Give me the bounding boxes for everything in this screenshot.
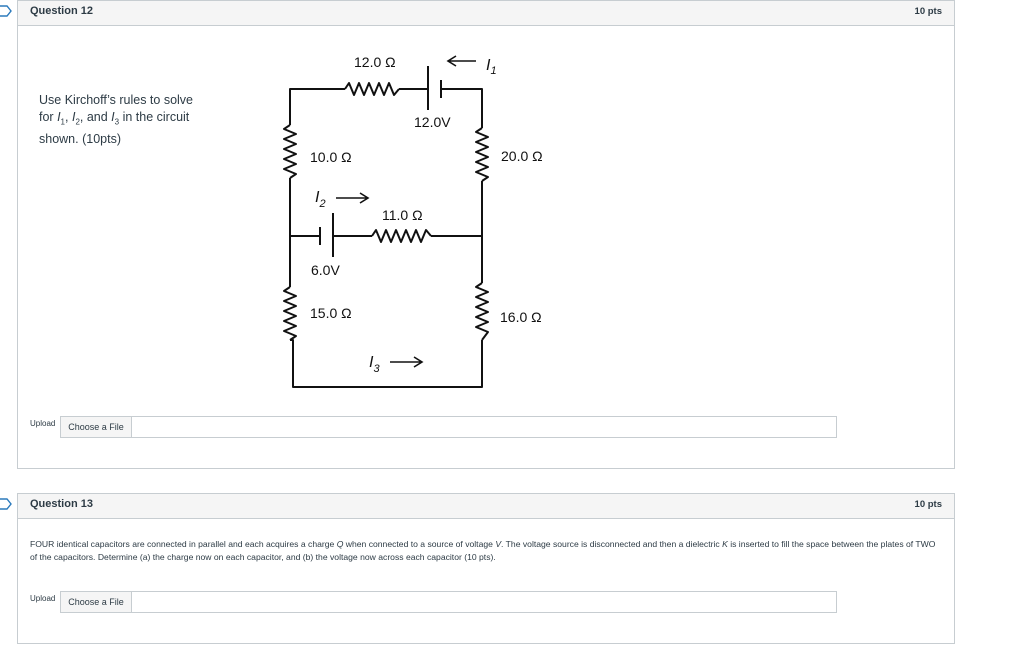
file-name-field[interactable]: [132, 591, 837, 613]
label-r-top: 12.0 Ω: [354, 54, 396, 70]
upload-row: Upload Choose a File: [30, 591, 837, 613]
resistor-left-upper-10: [283, 124, 297, 179]
question-points: 10 pts: [914, 499, 942, 510]
wire-bottom: [290, 339, 483, 388]
label-current-2: I2: [315, 189, 326, 210]
bookmark-flag-icon[interactable]: [0, 4, 12, 18]
label-battery-top: 12.0V: [414, 114, 451, 130]
label-current-1: I1: [486, 57, 497, 77]
label-r-right-upper: 20.0 Ω: [501, 148, 543, 164]
question-title: Question 13: [30, 498, 93, 510]
question-text: FOUR identical capacitors are connected …: [30, 539, 936, 562]
resistor-right-lower-16: [475, 282, 489, 341]
current-arrow-3: [390, 356, 424, 368]
resistor-top-12: [344, 82, 400, 96]
question-12-card: Question 12 10 pts Use Kirchoff’s rules …: [0, 0, 955, 469]
prompt-line-2: for I1, I2, and I3 in the circuit: [39, 110, 190, 127]
question-prompt: Use Kirchoff’s rules to solve for I1, I2…: [39, 92, 239, 148]
wire-top-right: [441, 88, 483, 128]
label-r-middle: 11.0 Ω: [382, 207, 423, 223]
bookmark-flag-icon[interactable]: [0, 497, 12, 511]
prompt-line-3: shown. (10pts): [39, 131, 121, 146]
label-current-3: I3: [369, 354, 380, 375]
current-arrow-1: [446, 55, 476, 67]
resistor-left-lower-15: [283, 286, 297, 341]
question-12-header: Question 12 10 pts: [0, 1, 954, 26]
choose-file-button[interactable]: Choose a File: [60, 416, 132, 438]
label-battery-middle: 6.0V: [311, 262, 340, 278]
choose-file-button[interactable]: Choose a File: [60, 591, 132, 613]
current-arrow-2: [336, 192, 370, 204]
circuit-diagram: 12.0 Ω 12.0V I1 10.0 Ω 20.0 Ω I2 11.0 Ω …: [283, 54, 543, 388]
question-13-header: Question 13 10 pts: [0, 494, 954, 519]
upload-label: Upload: [30, 594, 56, 603]
resistor-middle-11: [371, 229, 432, 243]
upload-row: Upload Choose a File: [30, 416, 837, 438]
label-r-left-upper: 10.0 Ω: [310, 149, 352, 165]
question-title: Question 12: [30, 5, 93, 17]
question-points: 10 pts: [914, 6, 942, 17]
wire-top-left: [289, 88, 345, 125]
label-r-left-lower: 15.0 Ω: [310, 305, 352, 321]
prompt-line-1: Use Kirchoff’s rules to solve: [39, 93, 193, 107]
question-13-card: Question 13 10 pts FOUR identical capaci…: [0, 493, 955, 644]
resistor-right-upper-20: [475, 127, 489, 182]
label-r-right-lower: 16.0 Ω: [500, 309, 542, 325]
file-name-field[interactable]: [132, 416, 837, 438]
upload-label: Upload: [30, 419, 56, 428]
